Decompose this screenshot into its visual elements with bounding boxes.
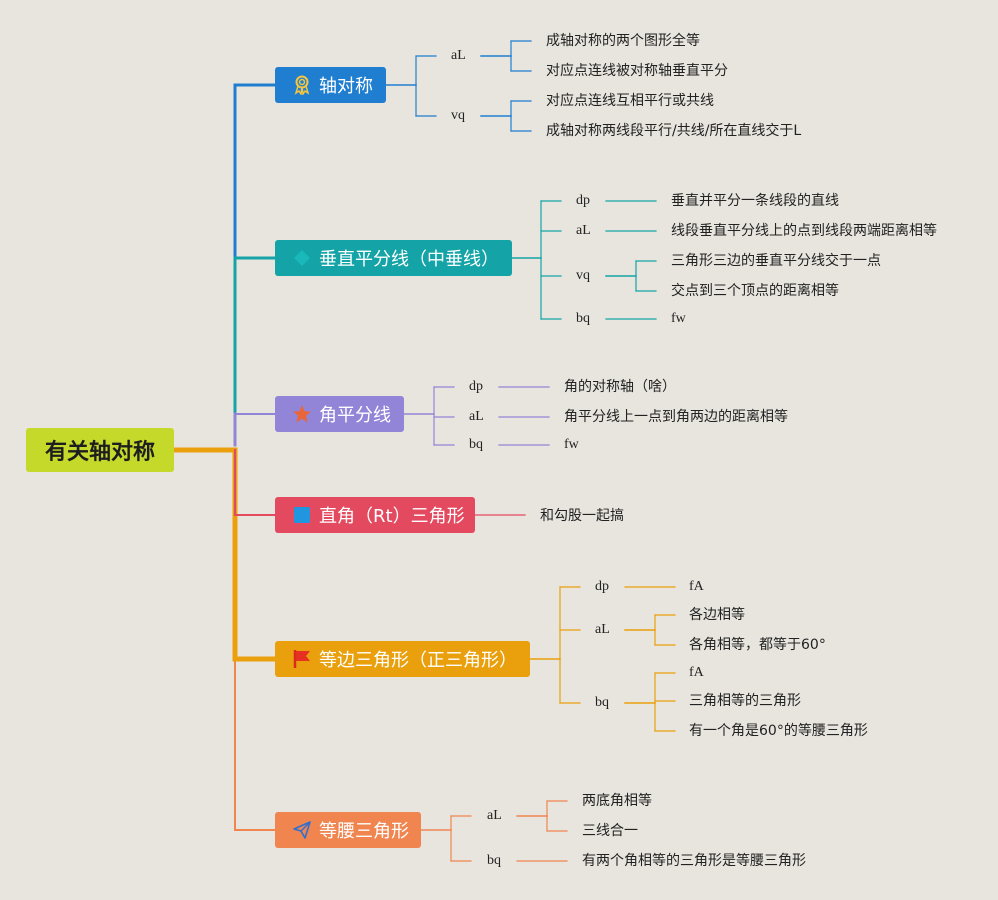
leaf-item[interactable]: 和勾股一起搞 [540, 508, 624, 524]
leaf-item[interactable]: 角的对称轴（啥） [564, 379, 676, 395]
leaf-item[interactable]: 成轴对称的两个图形全等 [546, 33, 700, 49]
award-ribbon-icon [291, 74, 313, 96]
leaf-item[interactable]: 各角相等，都等于60° [689, 637, 826, 653]
group-label: dp [595, 579, 609, 594]
topic-equilateral-triangle[interactable]: 等边三角形（正三角形） [275, 641, 530, 677]
leaf-item[interactable]: 成轴对称两线段平行/共线/所在直线交于L [546, 123, 802, 139]
leaf-item[interactable]: 三角相等的三角形 [689, 693, 801, 709]
leaf-item[interactable]: 角平分线上一点到角两边的距离相等 [564, 409, 788, 425]
paper-plane-icon [291, 819, 313, 841]
leaf-item[interactable]: fA [689, 579, 704, 594]
group-label: dp [469, 379, 483, 394]
topic-label: 垂直平分线（中垂线） [319, 249, 499, 270]
group-label: bq [576, 311, 590, 326]
group-label: aL [451, 48, 466, 63]
group-label: aL [487, 808, 502, 823]
flag-icon [291, 648, 313, 670]
root-topic[interactable]: 有关轴对称 [26, 428, 174, 472]
group-label: aL [576, 223, 591, 238]
leaf-item[interactable]: 各边相等 [689, 607, 745, 623]
topic-perpendicular-bisector[interactable]: 垂直平分线（中垂线） [275, 240, 512, 276]
group-label: dp [576, 193, 590, 208]
leaf-item[interactable]: 两底角相等 [582, 793, 652, 809]
star-icon [291, 403, 313, 425]
topic-angle-bisector[interactable]: 角平分线 [275, 396, 404, 432]
diamond-icon [291, 247, 313, 269]
leaf-item[interactable]: 有一个角是60°的等腰三角形 [689, 723, 868, 739]
group-label: bq [487, 853, 501, 868]
leaf-item[interactable]: 交点到三个顶点的距离相等 [671, 283, 839, 299]
group-label: bq [595, 695, 609, 710]
topic-isosceles-triangle[interactable]: 等腰三角形 [275, 812, 421, 848]
topic-axis-symmetry[interactable]: 轴对称 [275, 67, 386, 103]
square-icon [291, 504, 313, 526]
leaf-item[interactable]: 有两个角相等的三角形是等腰三角形 [582, 853, 806, 869]
topic-label: 等腰三角形 [319, 821, 409, 842]
leaf-item[interactable]: 三角形三边的垂直平分线交于一点 [671, 253, 881, 269]
topic-label: 角平分线 [319, 405, 391, 426]
group-label: vq [576, 268, 590, 283]
group-label: aL [595, 622, 610, 637]
leaf-item[interactable]: 垂直并平分一条线段的直线 [671, 193, 839, 209]
topic-right-triangle[interactable]: 直角（Rt）三角形 [275, 497, 475, 533]
topic-label: 直角（Rt）三角形 [319, 506, 465, 527]
leaf-item[interactable]: 线段垂直平分线上的点到线段两端距离相等 [671, 223, 937, 239]
leaf-item[interactable]: 对应点连线互相平行或共线 [546, 93, 714, 109]
group-label: bq [469, 437, 483, 452]
topic-label: 轴对称 [319, 76, 373, 97]
leaf-item[interactable]: fw [671, 311, 686, 326]
leaf-item[interactable]: fA [689, 665, 704, 680]
topic-label: 等边三角形（正三角形） [319, 650, 517, 671]
leaf-item[interactable]: fw [564, 437, 579, 452]
leaf-item[interactable]: 三线合一 [582, 823, 638, 839]
leaf-item[interactable]: 对应点连线被对称轴垂直平分 [546, 63, 728, 79]
group-label: aL [469, 409, 484, 424]
group-label: vq [451, 108, 465, 123]
